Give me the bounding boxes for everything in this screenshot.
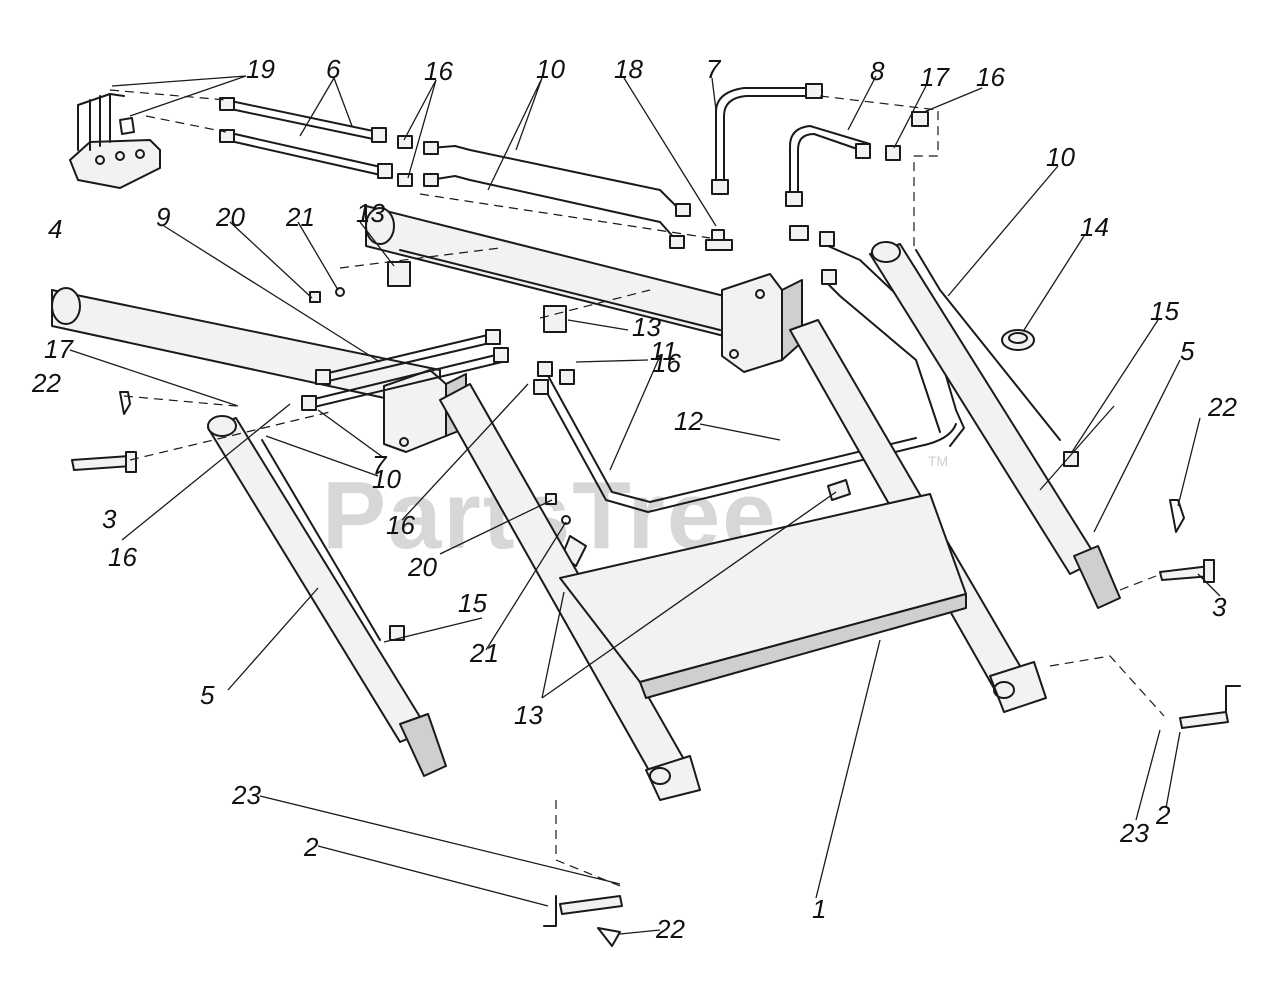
middle-hoses xyxy=(301,329,509,411)
callout-2-front: 2 xyxy=(303,832,319,862)
callout-16-topright: 16 xyxy=(976,62,1005,92)
callout-22-left: 22 xyxy=(31,368,61,398)
callout-8: 8 xyxy=(870,56,885,86)
callout-19: 19 xyxy=(246,54,275,84)
callout-7-top: 7 xyxy=(706,54,722,84)
callout-17-top: 17 xyxy=(920,62,950,92)
callout-16-mid: 16 xyxy=(652,348,681,378)
callout-3-right: 3 xyxy=(1212,592,1227,622)
leader-lines xyxy=(69,75,1221,935)
tee-fitting xyxy=(705,225,809,251)
callout-5-left: 5 xyxy=(200,680,215,710)
left-lift-cylinder xyxy=(207,415,447,777)
alignment-lines xyxy=(109,89,1165,887)
callout-17-left: 17 xyxy=(44,334,74,364)
callout-13-top: 13 xyxy=(356,198,385,228)
callout-20-low: 20 xyxy=(407,552,437,582)
long-tubes xyxy=(533,231,965,513)
callout-3-left: 3 xyxy=(102,504,117,534)
callout-9: 9 xyxy=(156,202,170,232)
callout-21-low: 21 xyxy=(469,638,499,668)
callout-1: 1 xyxy=(812,894,826,924)
watermark-trademark: TM xyxy=(928,453,948,469)
front-left-leg xyxy=(439,383,701,801)
callout-4: 4 xyxy=(48,214,62,244)
hydraulic-hoses xyxy=(219,97,393,179)
callout-20-top: 20 xyxy=(215,202,245,232)
callout-13-mid: 13 xyxy=(632,312,661,342)
fittings-15 xyxy=(389,451,1079,641)
callout-23-right: 23 xyxy=(1119,818,1149,848)
right-lift-cylinder xyxy=(869,241,1121,609)
callout-5-right: 5 xyxy=(1180,336,1195,366)
hairpins xyxy=(119,391,1185,947)
callout-2-right: 2 xyxy=(1155,800,1171,830)
ring-clamp xyxy=(1001,329,1035,351)
pins xyxy=(71,451,1241,927)
callout-16-left: 16 xyxy=(108,542,137,572)
callout-14: 14 xyxy=(1080,212,1109,242)
callout-10-left: 10 xyxy=(372,464,401,494)
callout-16-top: 16 xyxy=(424,56,453,86)
fittings-top xyxy=(397,111,929,187)
callout-22-right: 22 xyxy=(1207,392,1237,422)
callout-10-right: 10 xyxy=(1046,142,1075,172)
callout-12: 12 xyxy=(674,406,703,436)
callout-15-right: 15 xyxy=(1150,296,1179,326)
callout-16-center: 16 xyxy=(386,510,415,540)
callout-21-top: 21 xyxy=(285,202,315,232)
callout-10-top: 10 xyxy=(536,54,565,84)
hydraulic-tubes-top xyxy=(423,141,691,249)
callout-23-left: 23 xyxy=(231,780,261,810)
callout-6: 6 xyxy=(326,54,341,84)
callout-22-bottom: 22 xyxy=(655,914,685,944)
callout-7-mid: 7 xyxy=(372,450,388,480)
curved-hoses xyxy=(711,83,871,207)
callout-15-left: 15 xyxy=(458,588,487,618)
callout-11: 11 xyxy=(650,336,677,366)
control-valve xyxy=(69,93,161,189)
callout-18: 18 xyxy=(614,54,643,84)
callout-numbers: 1 2 2 3 3 4 5 5 6 7 7 8 9 10 10 10 11 12… xyxy=(31,54,1237,944)
callout-13-low: 13 xyxy=(514,700,543,730)
rear-mount-plate xyxy=(721,273,803,373)
